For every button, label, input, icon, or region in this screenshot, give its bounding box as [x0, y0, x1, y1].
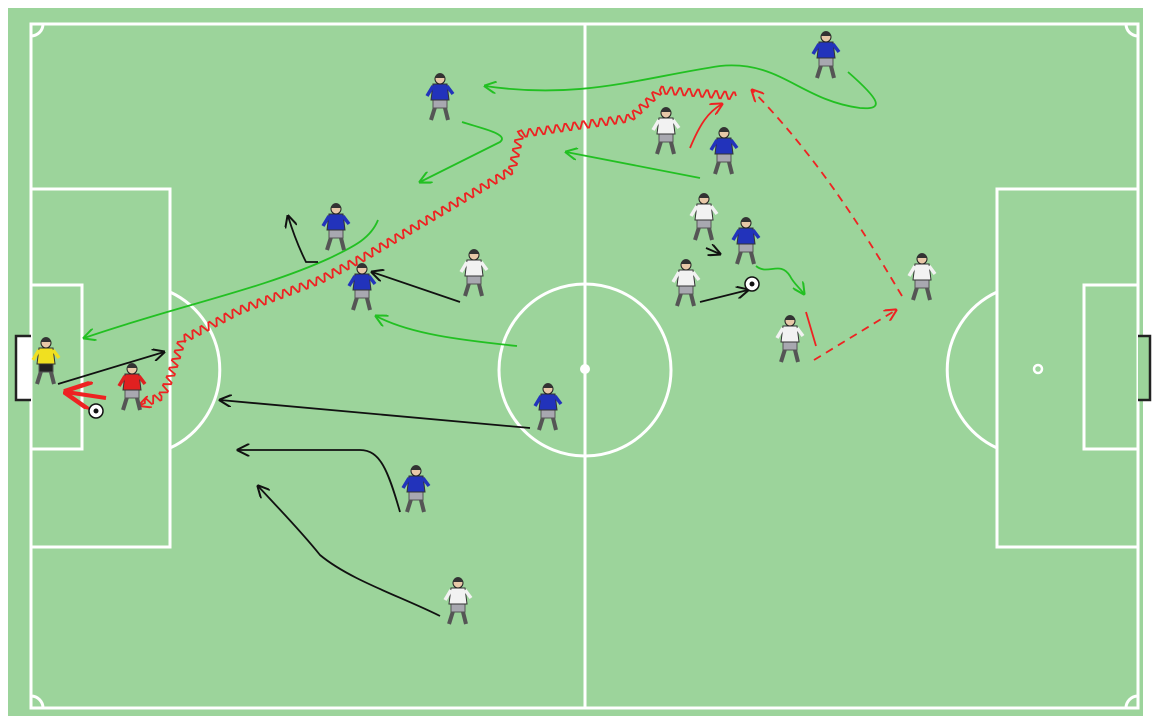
green-run-arrows — [84, 64, 877, 347]
player-blue-defender — [731, 217, 761, 265]
right-penalty-arc — [945, 290, 998, 450]
red-dashed-arrow — [813, 310, 896, 361]
player-blue-defender — [401, 465, 431, 513]
player-blue-defender — [425, 73, 455, 121]
ball — [88, 403, 104, 419]
centre-circle — [497, 282, 673, 458]
player-white-attacker — [443, 577, 473, 625]
green-arrow — [420, 141, 501, 182]
black-arrow — [699, 290, 748, 303]
player-blue-defender — [533, 383, 563, 431]
player-white-attacker — [651, 107, 681, 155]
red-dribble-arrow — [139, 85, 737, 406]
red-arrows — [66, 85, 903, 406]
black-arrow — [372, 272, 461, 303]
ball — [744, 276, 760, 292]
red-pass-arrow — [689, 104, 722, 149]
black-arrow — [705, 248, 720, 254]
player-blue-defender — [811, 31, 841, 79]
corner-arc-top-left — [30, 23, 45, 38]
centre-spot — [580, 364, 590, 374]
green-arrow — [566, 152, 701, 179]
right-goal — [1138, 334, 1152, 402]
player-white-attacker — [671, 259, 701, 307]
corner-arc-bottom-left — [30, 694, 45, 709]
red-dashed-arrow — [752, 90, 903, 297]
black-arrow — [220, 400, 531, 429]
left-goal — [14, 334, 31, 402]
player-white-attacker — [775, 315, 805, 363]
black-arrow — [288, 216, 318, 263]
black-arrow — [238, 450, 401, 513]
player-blue-defender — [709, 127, 739, 175]
right-penalty-spot — [1032, 363, 1044, 375]
grass-field — [8, 8, 1143, 716]
player-white-attacker — [689, 193, 719, 241]
green-arrow — [419, 121, 503, 183]
red-double-arrow — [66, 392, 107, 398]
player-yellow-goalkeeper — [31, 337, 61, 385]
player-white-attacker — [907, 253, 937, 301]
player-red-attacker — [117, 363, 147, 411]
black-arrow — [57, 352, 164, 385]
corner-arc-top-right — [1124, 23, 1139, 38]
green-arrow — [485, 64, 877, 110]
player-blue-defender — [321, 203, 351, 251]
green-arrow — [376, 316, 518, 347]
players-layer — [31, 31, 937, 625]
green-arrow — [755, 265, 804, 294]
player-white-attacker — [459, 249, 489, 297]
black-arrow — [258, 486, 441, 617]
corner-arc-bottom-right — [1124, 694, 1139, 709]
black-run-arrows — [57, 216, 748, 617]
red-arrow-tick — [805, 311, 817, 347]
player-blue-defender — [347, 263, 377, 311]
green-arrow — [84, 219, 379, 338]
left-penalty-arc — [169, 290, 222, 450]
